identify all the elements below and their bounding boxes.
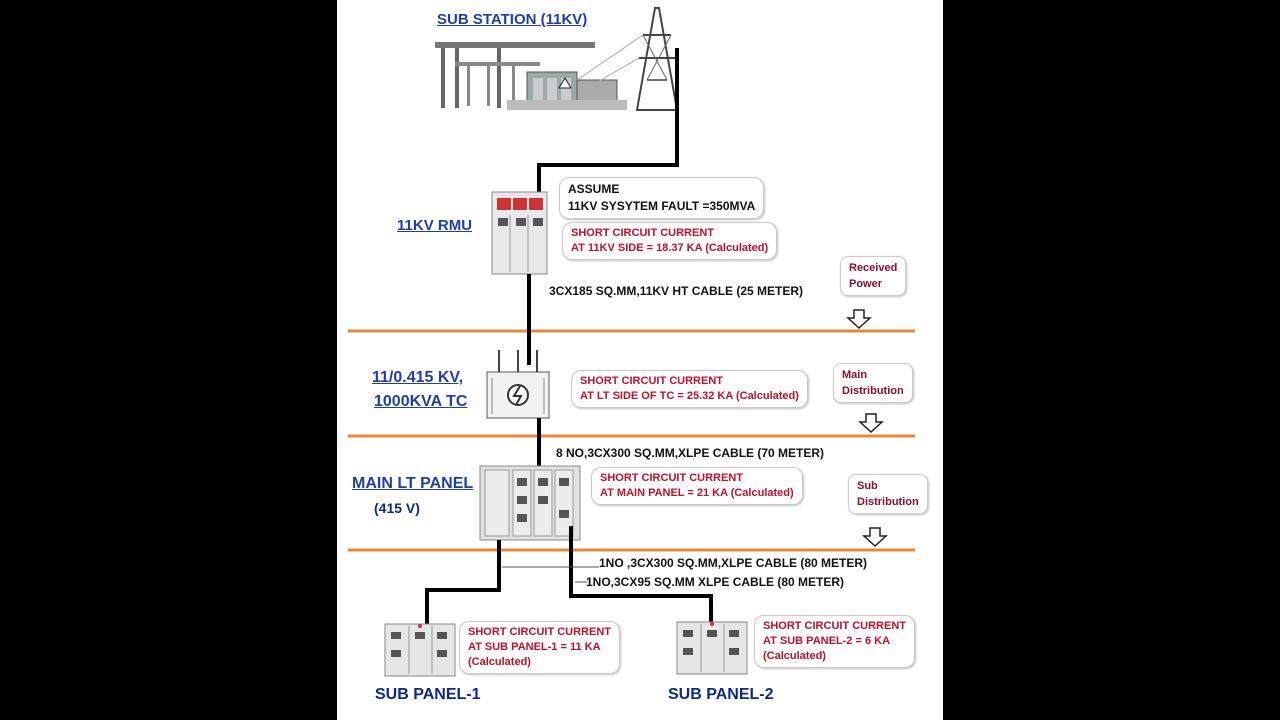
received-power-tag: Received Power <box>840 256 907 296</box>
incoming-feeder-line <box>537 48 679 200</box>
feeder-cable-2-label: 1NO,3CX95 SQ.MM XLPE CABLE (80 METER) <box>586 575 845 589</box>
main-panel-title: MAIN LT PANEL <box>352 475 474 492</box>
lt-cable-label: 8 NO,3CX300 SQ.MM,XLPE CABLE (70 METER) <box>556 446 825 460</box>
diagram-graphics <box>348 7 915 677</box>
rmu-sc-callout: SHORT CIRCUIT CURRENT AT 11KV SIDE = 18.… <box>562 222 778 260</box>
rmu-sc-line1: SHORT CIRCUIT CURRENT <box>571 227 714 239</box>
feeder-cable-1-label: 1NO ,3CX300 SQ.MM,XLPE CABLE (80 METER) <box>599 556 868 570</box>
sub-panel-1-icon <box>384 623 456 677</box>
sub-panel-1-sc-line2: AT SUB PANEL-1 = 11 KA <box>468 641 601 653</box>
rmu-sc-line2: AT 11KV SIDE = 18.37 KA (Calculated) <box>571 242 769 254</box>
sub-panel-2-title: SUB PANEL-2 <box>668 686 774 703</box>
tc-sc-line2: AT LT SIDE OF TC = 25.32 KA (Calculated) <box>580 390 799 402</box>
feeder-2-line <box>569 526 713 624</box>
rmu-title: 11KV RMU <box>397 217 473 234</box>
assume-line1: ASSUME <box>568 182 620 196</box>
arrow-down-icon <box>858 413 884 434</box>
main-panel-voltage: (415 V) <box>374 500 420 516</box>
sub-panel-2-sc-line1: SHORT CIRCUIT CURRENT <box>763 620 906 632</box>
main-distribution-tag: Main Distribution <box>833 363 913 403</box>
sub-distribution-tag: Sub Distribution <box>848 474 928 514</box>
sub-panel-2-sc-line3: (Calculated) <box>763 650 826 662</box>
feeder-1-line <box>425 540 501 625</box>
transformer-title-line2: 1000KVA TC <box>374 393 468 410</box>
main-panel-sc-callout: SHORT CIRCUIT CURRENT AT MAIN PANEL = 21… <box>591 467 803 505</box>
sub-panel-2-sc-callout: SHORT CIRCUIT CURRENT AT SUB PANEL-2 = 6… <box>754 615 915 668</box>
main-panel-sc-line2: AT MAIN PANEL = 21 KA (Calculated) <box>600 487 794 499</box>
sub-panel-1-sc-callout: SHORT CIRCUIT CURRENT AT SUB PANEL-1 = 1… <box>459 621 620 674</box>
main-distribution-line2: Distribution <box>842 385 904 397</box>
rmu-icon <box>491 191 548 275</box>
main-lt-panel-icon <box>479 465 581 541</box>
sub-panel-2-icon <box>676 621 748 675</box>
received-power-line2: Power <box>849 278 883 290</box>
transformer-title-line1: 11/0.415 KV, <box>372 369 464 386</box>
tc-sc-callout: SHORT CIRCUIT CURRENT AT LT SIDE OF TC =… <box>571 370 808 408</box>
sub-panel-1-title: SUB PANEL-1 <box>375 686 481 703</box>
arrow-down-icon <box>846 309 872 330</box>
sub-distribution-line1: Sub <box>857 480 878 492</box>
received-power-line1: Received <box>849 262 898 274</box>
tc-sc-line1: SHORT CIRCUIT CURRENT <box>580 375 723 387</box>
transformer-icon <box>486 350 550 419</box>
main-distribution-line1: Main <box>842 369 868 381</box>
assume-callout: ASSUME 11KV SYSYTEM FAULT =350MVA <box>559 177 765 219</box>
sub-distribution-line2: Distribution <box>857 496 919 508</box>
substation-icon <box>435 7 679 111</box>
sub-panel-1-sc-line1: SHORT CIRCUIT CURRENT <box>468 626 611 638</box>
substation-title: SUB STATION (11KV) <box>437 11 588 28</box>
ht-cable-label: 3CX185 SQ.MM,11KV HT CABLE (25 METER) <box>549 284 804 298</box>
sub-panel-1-sc-line3: (Calculated) <box>468 656 531 668</box>
main-panel-sc-line1: SHORT CIRCUIT CURRENT <box>600 472 743 484</box>
arrow-down-icon <box>862 527 888 548</box>
sub-panel-2-sc-line2: AT SUB PANEL-2 = 6 KA <box>763 635 891 647</box>
diagram-canvas: SUB STATION (11KV) 11KV RMU 11/0.415 KV,… <box>337 0 943 720</box>
assume-line2: 11KV SYSYTEM FAULT =350MVA <box>568 199 756 213</box>
